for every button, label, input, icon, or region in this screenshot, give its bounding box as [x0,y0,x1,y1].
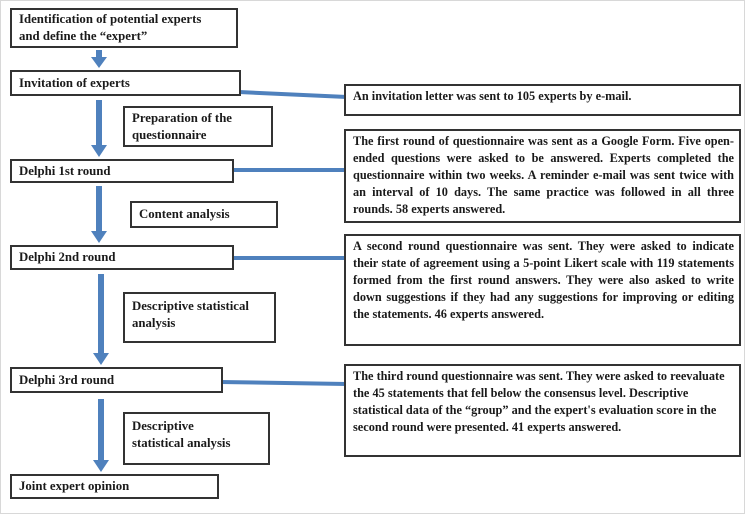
step-identification: Identification of potential experts and … [10,8,238,48]
connector-invitation-to-annotation [238,90,348,99]
annotation-round-3: The third round questionnaire was sent. … [344,364,741,457]
step-delphi-2nd-round: Delphi 2nd round [10,245,234,270]
arrow-down-icon [93,274,109,365]
step-invitation: Invitation of experts [10,70,241,96]
arrow-down-icon [93,399,109,472]
step-content-analysis: Content analysis [130,201,278,228]
annotation-round-1: The first round of questionnaire was sen… [344,129,741,223]
annotation-round-2: A second round questionnaire was sent. T… [344,234,741,346]
step-delphi-1st-round: Delphi 1st round [10,159,234,183]
step-joint-expert-opinion: Joint expert opinion [10,474,219,499]
connector-round3-to-annotation [219,380,348,386]
annotation-invitation: An invitation letter was sent to 105 exp… [344,84,741,116]
step-delphi-3rd-round: Delphi 3rd round [10,367,223,393]
step-preparation: Preparation of the questionnaire [123,106,273,147]
arrow-down-icon [91,100,107,157]
step-descriptive-statistical-analysis-2: Descriptive statistical analysis [123,412,270,465]
step-descriptive-statistical-analysis-1: Descriptive statistical analysis [123,292,276,343]
arrow-down-icon [91,186,107,243]
arrow-down-icon [91,50,107,68]
